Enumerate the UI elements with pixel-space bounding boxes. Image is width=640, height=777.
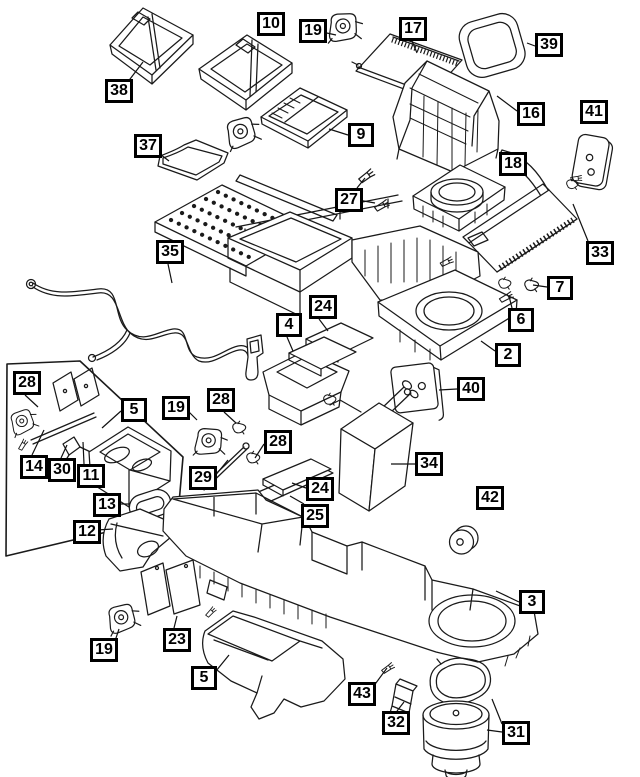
callout-10: 10 — [257, 12, 285, 36]
callout-32: 32 — [382, 711, 410, 735]
part-18-opening-plate — [412, 164, 506, 232]
leader-line-17 — [411, 40, 418, 54]
part-2-main-housing — [154, 174, 518, 361]
leader-line-7 — [532, 284, 548, 288]
callout-18: 18 — [499, 152, 527, 176]
callout-7: 7 — [547, 276, 573, 300]
part-34-expansion-block — [323, 380, 419, 512]
leader-line-23 — [173, 615, 178, 629]
callout-6: 6 — [508, 308, 534, 332]
part-3-lower-housing — [162, 489, 539, 667]
leader-line-28 — [254, 443, 265, 459]
part-19-actuator — [107, 602, 142, 637]
callout-28: 28 — [13, 371, 41, 395]
callout-42: 42 — [476, 486, 504, 510]
callout-28: 28 — [264, 430, 292, 454]
callout-19: 19 — [162, 396, 190, 420]
leader-line-2 — [480, 340, 496, 352]
leader-line-3 — [495, 590, 520, 603]
part-23-doors — [140, 559, 201, 616]
part-37-cover — [157, 139, 229, 181]
leader-line-33 — [572, 203, 589, 242]
callout-35: 35 — [156, 240, 184, 264]
callout-41: 41 — [580, 100, 608, 124]
leader-line-31 — [486, 729, 503, 733]
callout-2: 2 — [495, 343, 521, 367]
callout-4: 4 — [276, 313, 302, 337]
sub-assembly-outline — [5, 360, 184, 557]
leader-line-5 — [101, 410, 122, 429]
callout-40: 40 — [457, 377, 485, 401]
part-42-grommet — [448, 525, 479, 555]
callout-38: 38 — [105, 79, 133, 103]
callout-39: 39 — [535, 33, 563, 57]
callout-25: 25 — [301, 504, 329, 528]
callout-16: 16 — [517, 102, 545, 126]
callout-23: 23 — [163, 628, 191, 652]
leader-line-24 — [291, 482, 307, 489]
callout-12: 12 — [73, 520, 101, 544]
part-19-actuator — [226, 115, 263, 153]
part-19-actuator — [192, 424, 231, 464]
part-31-blower-motor — [422, 657, 492, 777]
callout-43: 43 — [348, 682, 376, 706]
callout-11: 11 — [77, 464, 105, 488]
callout-37: 37 — [134, 134, 162, 158]
callout-9: 9 — [348, 123, 374, 147]
part-5-floor-duct — [201, 610, 346, 720]
leader-line-4 — [286, 336, 294, 352]
part-38-filter-tray — [109, 7, 194, 85]
callout-19: 19 — [90, 638, 118, 662]
leader-line-28 — [24, 394, 39, 408]
leader-line-16 — [496, 95, 518, 112]
leader-line-31 — [491, 698, 503, 725]
callout-24: 24 — [306, 477, 334, 501]
callout-29: 29 — [189, 466, 217, 490]
leader-line-28 — [223, 411, 237, 424]
leader-line-32 — [396, 701, 405, 712]
part-35-wiring-harness — [25, 278, 264, 381]
callout-5: 5 — [191, 666, 217, 690]
callout-28: 28 — [207, 388, 235, 412]
callout-13: 13 — [93, 493, 121, 517]
leader-line-9 — [328, 128, 349, 136]
callout-5: 5 — [121, 398, 147, 422]
part-16-upper-housing — [392, 60, 500, 182]
callout-31: 31 — [502, 721, 530, 745]
callout-19: 19 — [299, 19, 327, 43]
leader-line-5 — [215, 654, 230, 672]
callout-3: 3 — [519, 590, 545, 614]
leader-line-35 — [167, 263, 173, 284]
callout-14: 14 — [20, 455, 48, 479]
callout-24: 24 — [309, 295, 337, 319]
part-24-foam-seals — [288, 322, 374, 377]
callout-17: 17 — [399, 17, 427, 41]
callout-34: 34 — [415, 452, 443, 476]
part-19-actuator — [327, 10, 366, 49]
leader-line-40 — [438, 388, 458, 391]
callout-33: 33 — [586, 241, 614, 265]
part-41-door — [571, 133, 614, 191]
leader-line-11 — [82, 441, 85, 465]
leader-lines — [24, 31, 589, 733]
part-7-clip — [524, 277, 540, 293]
leader-line-25 — [289, 495, 305, 505]
part-32-module — [389, 678, 418, 720]
callout-30: 30 — [48, 458, 76, 482]
leader-line-14 — [31, 429, 45, 456]
leader-line-24 — [318, 318, 329, 332]
part-10-filter-tray — [198, 34, 293, 111]
callout-27: 27 — [335, 188, 363, 212]
part-28-doors-and-clips — [52, 367, 261, 465]
part-12-duct — [102, 508, 172, 572]
leader-line-6 — [508, 295, 513, 309]
leader-line-39 — [526, 42, 536, 47]
leader-line-30 — [60, 444, 68, 459]
part-9-filter-frame — [260, 87, 348, 149]
leader-line-27 — [356, 177, 366, 189]
part-39-seal — [458, 12, 526, 78]
